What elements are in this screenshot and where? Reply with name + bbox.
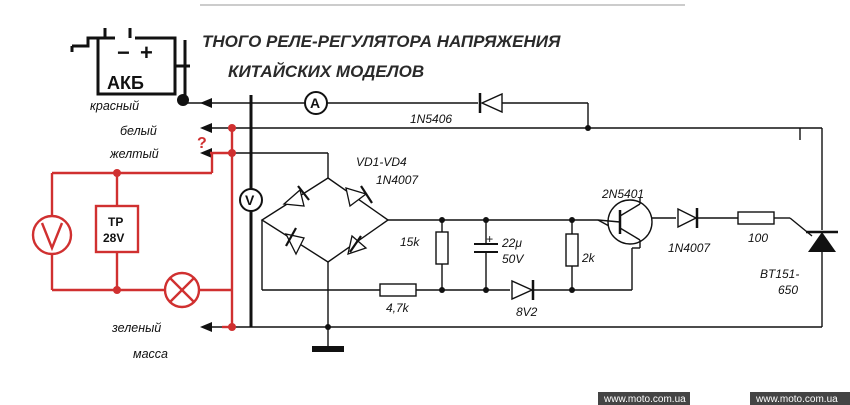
battery-symbol <box>70 28 190 100</box>
voltmeter-bus-label: V <box>245 192 255 208</box>
battery-terminal-dot <box>177 94 189 106</box>
label-2n5401: 2N5401 <box>601 187 644 201</box>
test-circuit-red <box>50 128 234 329</box>
resistor-15k <box>435 220 449 290</box>
diode-1n5406 <box>478 92 503 114</box>
junction-red-white <box>228 124 236 132</box>
label-4-7k: 4,7k <box>386 301 410 315</box>
bottom-rail <box>416 248 633 291</box>
label-cap-voltage: 50V <box>502 252 524 266</box>
junction-diode <box>585 125 591 131</box>
test-voltmeter <box>31 214 73 256</box>
tr-label-line2: 28V <box>103 231 124 245</box>
junction-red-yellow <box>228 149 236 157</box>
label-15k: 15k <box>400 235 420 249</box>
test-lamp <box>163 271 201 309</box>
junction-cap-bottom <box>483 287 489 293</box>
watermark-bg-2 <box>750 392 850 405</box>
wire-label-white: белый <box>120 124 157 138</box>
transformer-tp-28v <box>94 204 140 254</box>
question-mark: ? <box>197 135 207 152</box>
resistor-2k <box>565 220 579 290</box>
battery-label: АКБ <box>107 73 144 93</box>
label-thyristor-2: 650 <box>778 283 798 297</box>
transistor-2n5401 <box>597 198 676 249</box>
title-line2: КИТАЙСКИХ МОДЕЛОВ <box>228 61 424 81</box>
label-thyristor-1: BT151- <box>760 267 799 281</box>
connector-arrows <box>200 98 212 332</box>
resistor-4-7k <box>379 283 417 297</box>
watermark-2: www.moto.com.ua <box>755 394 838 405</box>
white-wire <box>212 127 823 230</box>
junction-ground <box>325 324 331 330</box>
junction-red-bottom <box>113 286 121 294</box>
watermark-bg-1 <box>598 392 690 405</box>
battery-plus-sign: + <box>140 40 153 65</box>
label-bridge-name: VD1-VD4 <box>356 155 407 169</box>
label-2k: 2k <box>581 251 596 265</box>
capacitor-22u <box>474 220 498 290</box>
zener-8v2 <box>511 279 535 301</box>
label-cap-plus: + <box>486 232 493 246</box>
junction-red-top <box>113 169 121 177</box>
label-100: 100 <box>748 231 768 245</box>
yellow-wire <box>212 152 329 178</box>
voltmeter-bus <box>239 188 263 212</box>
wire-label-red: красный <box>90 99 139 113</box>
junction-2k-bottom <box>569 287 575 293</box>
resistor-100 <box>737 211 813 237</box>
wire-label-yellow: желтый <box>109 147 159 161</box>
ammeter-label: A <box>310 95 320 111</box>
diode-bridge <box>260 177 390 263</box>
tr-label-line1: TP <box>108 215 123 229</box>
positive-rail <box>388 219 621 233</box>
wire-label-ground: масса <box>133 347 168 361</box>
label-8v2: 8V2 <box>516 305 538 319</box>
label-1n4007-out: 1N4007 <box>668 241 711 255</box>
junction-red-green <box>228 323 236 331</box>
battery-minus-sign: − <box>117 40 130 65</box>
red-wire <box>185 102 589 128</box>
diode-1n4007-out <box>677 207 738 229</box>
title-line1: ТНОГО РЕЛЕ-РЕГУЛЯТОРА НАПРЯЖЕНИЯ <box>202 32 561 51</box>
label-1n5406: 1N5406 <box>410 112 452 126</box>
ground-symbol <box>312 346 344 352</box>
label-bridge-part: 1N4007 <box>376 173 419 187</box>
junction-15k-bottom <box>439 287 445 293</box>
thyristor-bt151 <box>806 230 838 327</box>
watermark-1: www.moto.com.ua <box>603 394 686 405</box>
ammeter <box>304 91 328 115</box>
label-cap-value: 22μ <box>501 236 522 250</box>
bridge-left-wire <box>261 220 380 291</box>
wire-label-green: зеленый <box>111 321 161 335</box>
